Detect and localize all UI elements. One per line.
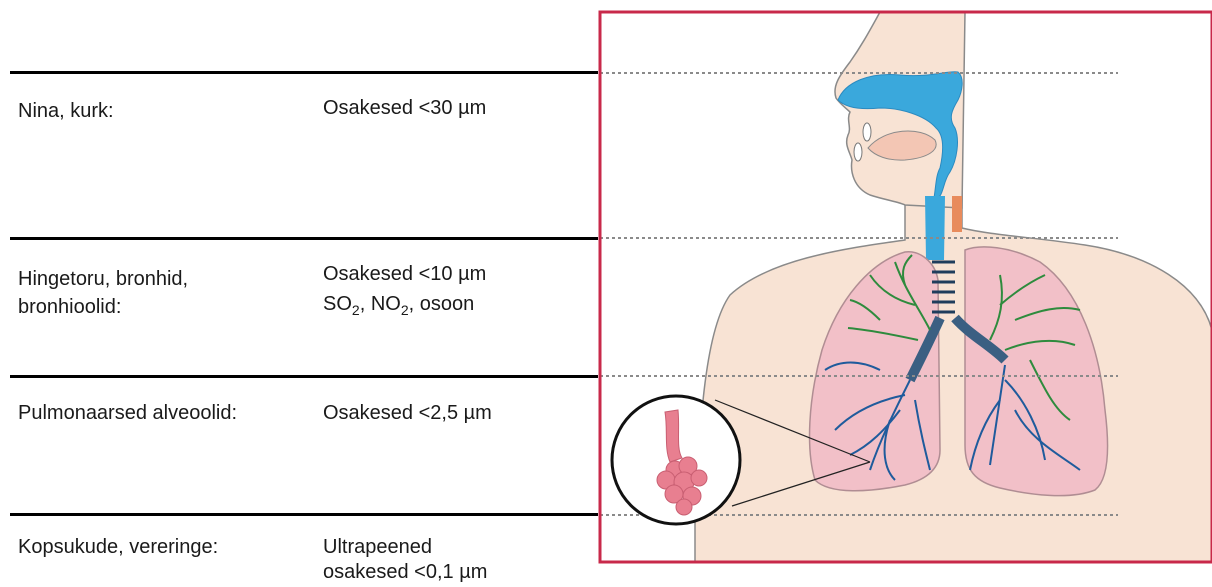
trachea xyxy=(925,196,945,260)
teeth-upper xyxy=(863,123,871,141)
body-figure xyxy=(695,12,1212,585)
esophagus xyxy=(952,196,962,232)
teeth-lower xyxy=(854,143,862,161)
torso xyxy=(695,190,1212,585)
